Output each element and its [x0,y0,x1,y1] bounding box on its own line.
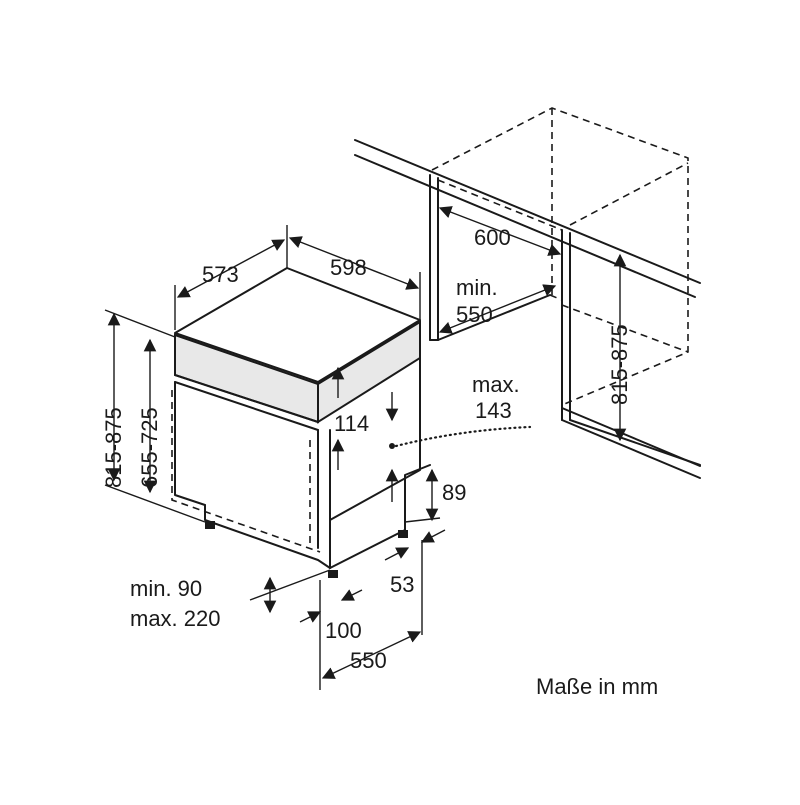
label-max-value: 143 [475,398,512,423]
label-100: 100 [325,618,362,643]
label-height-right: 815-875 [607,324,632,405]
cabinet-niche [429,107,701,479]
label-550: 550 [350,648,387,673]
dimension-foot-height [404,468,441,523]
label-cabinet-depth: 550 [456,302,493,327]
dimension-53 [384,529,446,561]
dimension-plinth [249,569,331,614]
label-width: 598 [330,255,367,280]
dimension-cabinet-width [438,206,562,256]
dimension-height-left [104,309,206,523]
dimension-cabinet-depth [438,284,557,334]
label-cabinet-width: 600 [474,225,511,250]
worktop [354,139,701,298]
dimension-bottom [299,540,423,690]
label-max: max. [472,372,520,397]
dimension-depth [174,239,286,330]
label-height-left-outer: 815-875 [101,407,126,488]
label-panel: 114 [334,411,369,436]
dimension-panel [331,366,399,502]
label-depth: 573 [202,262,239,287]
label-53: 53 [390,572,414,597]
label-plinth-min: min. 90 [130,576,202,601]
label-cabinet-min: min. [456,275,498,300]
label-plinth-max: max. 220 [130,606,221,631]
label-height-left-inner: 655-725 [137,407,162,488]
units-caption: Maße in mm [536,674,658,699]
dimension-max-leader [389,425,532,449]
label-foot-height: 89 [442,480,466,505]
dishwasher-body [171,267,431,578]
dimension-width [286,225,421,320]
